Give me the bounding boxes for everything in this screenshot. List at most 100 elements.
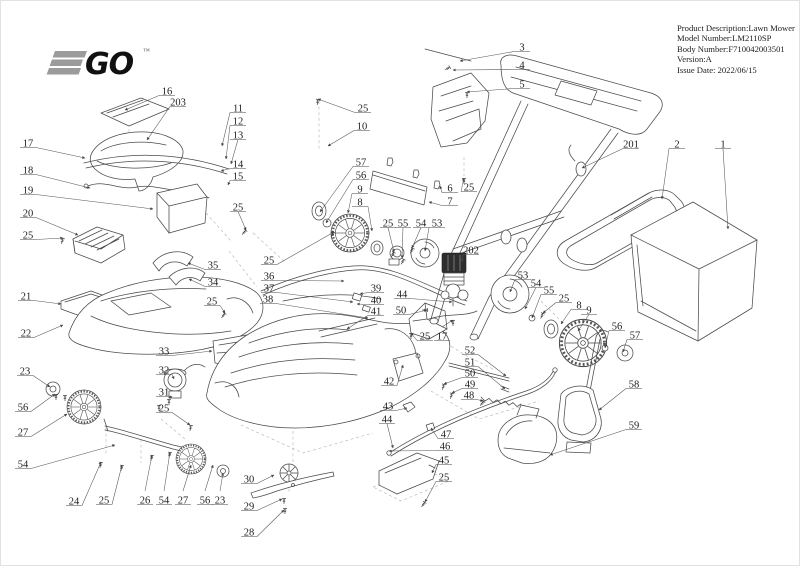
callout-25: 25 bbox=[233, 203, 244, 214]
leader-line-14 bbox=[220, 168, 231, 172]
callout-25: 25 bbox=[207, 297, 218, 308]
screw-icon bbox=[282, 507, 288, 515]
callout-39: 39 bbox=[371, 284, 382, 295]
leader-line-48 bbox=[476, 398, 484, 402]
leader-line-25 bbox=[410, 332, 418, 341]
leader-line-51 bbox=[477, 366, 506, 390]
leader-line-31 bbox=[168, 395, 173, 399]
callout-14: 14 bbox=[233, 160, 244, 171]
callout-59: 59 bbox=[629, 421, 640, 432]
callout-16: 16 bbox=[162, 87, 173, 98]
leader-line-23 bbox=[219, 472, 225, 492]
callout-8: 8 bbox=[576, 301, 581, 312]
callout-56: 56 bbox=[200, 496, 211, 507]
leader-line-25 bbox=[542, 302, 557, 314]
callout-45: 45 bbox=[439, 456, 450, 467]
callout-18: 18 bbox=[23, 166, 34, 177]
callout-17: 17 bbox=[437, 332, 448, 343]
leader-line-52 bbox=[477, 354, 507, 377]
screw-icon bbox=[281, 497, 287, 505]
callout-32: 32 bbox=[159, 366, 170, 377]
screw-icon bbox=[538, 311, 546, 320]
callout-54: 54 bbox=[531, 279, 542, 290]
leader-line-23 bbox=[32, 375, 51, 388]
screw-icon bbox=[62, 394, 68, 402]
callout-53: 53 bbox=[432, 219, 443, 230]
callout-49: 49 bbox=[465, 380, 476, 391]
leader-line-27 bbox=[30, 413, 68, 437]
leader-line-25 bbox=[387, 227, 395, 253]
leader-line-5 bbox=[466, 88, 515, 94]
handle-assembly bbox=[429, 54, 663, 341]
leader-line-54 bbox=[411, 227, 422, 249]
leader-line-21 bbox=[33, 300, 62, 306]
leader-line-56 bbox=[30, 393, 56, 412]
screw-icon bbox=[443, 64, 452, 73]
leader-line-6 bbox=[439, 185, 443, 193]
leader-line-28 bbox=[256, 509, 285, 537]
leader-line-25 bbox=[35, 236, 64, 240]
callout-47: 47 bbox=[441, 430, 452, 441]
leader-line-20 bbox=[35, 217, 79, 236]
callout-3: 3 bbox=[519, 43, 524, 54]
callout-17: 17 bbox=[23, 139, 34, 150]
callout-57: 57 bbox=[630, 331, 641, 342]
leader-line-1 bbox=[722, 148, 730, 230]
screw-icon bbox=[448, 392, 455, 400]
callout-57: 57 bbox=[356, 158, 367, 169]
leader-line-9 bbox=[347, 193, 353, 214]
product-info-block: Product Description:Lawn Mower Model Num… bbox=[677, 23, 797, 75]
leader-line-42 bbox=[396, 364, 404, 386]
leader-line-22 bbox=[33, 324, 64, 338]
callout-4: 4 bbox=[519, 61, 525, 72]
mulch-plug bbox=[378, 452, 440, 495]
trademark-symbol: ™ bbox=[143, 47, 150, 55]
callout-25: 25 bbox=[23, 231, 34, 242]
leader-line-13 bbox=[230, 139, 239, 165]
callout-13: 13 bbox=[233, 131, 244, 142]
leader-line-54 bbox=[163, 451, 172, 492]
leader-line-24 bbox=[81, 461, 102, 506]
callout-54: 54 bbox=[159, 496, 170, 507]
cable-brackets bbox=[351, 292, 478, 320]
callout-23: 23 bbox=[20, 367, 31, 378]
callout-25: 25 bbox=[420, 332, 431, 343]
callout-48: 48 bbox=[464, 391, 475, 402]
callout-50: 50 bbox=[396, 306, 407, 317]
callout-11: 11 bbox=[233, 104, 243, 115]
leader-line-12 bbox=[224, 125, 231, 160]
callout-28: 28 bbox=[244, 528, 255, 539]
leader-line-25 bbox=[219, 305, 226, 314]
product-description: Product Description:Lawn Mower bbox=[677, 23, 795, 33]
callout-56: 56 bbox=[18, 403, 29, 414]
issue-date: Issue Date: 2022/06/15 bbox=[677, 64, 757, 75]
blade-fan bbox=[279, 463, 299, 483]
leader-line-25 bbox=[424, 481, 437, 503]
callout-53: 53 bbox=[518, 271, 529, 282]
callout-9: 9 bbox=[586, 306, 591, 317]
callout-31: 31 bbox=[159, 388, 170, 399]
callout-55: 55 bbox=[544, 286, 555, 297]
leader-line-11 bbox=[221, 112, 231, 147]
leader-line-44 bbox=[409, 298, 453, 304]
callout-54: 54 bbox=[416, 219, 427, 230]
callout-42: 42 bbox=[384, 377, 395, 388]
bail-arm bbox=[386, 367, 558, 457]
callout-26: 26 bbox=[140, 496, 151, 507]
callout-9: 9 bbox=[357, 185, 362, 196]
callout-202: 202 bbox=[463, 246, 479, 257]
callout-8: 8 bbox=[357, 198, 362, 209]
leader-line-37 bbox=[276, 292, 354, 304]
callout-33: 33 bbox=[159, 347, 170, 358]
callout-22: 22 bbox=[21, 329, 32, 340]
screw-icon bbox=[187, 424, 194, 432]
leader-line-18 bbox=[35, 174, 91, 189]
battery-compartment bbox=[156, 183, 208, 234]
wheel-drive-motor bbox=[163, 364, 206, 399]
callout-25: 25 bbox=[358, 104, 369, 115]
callout-7: 7 bbox=[447, 197, 452, 208]
leader-line-58 bbox=[598, 388, 627, 411]
screw-icon bbox=[440, 383, 447, 391]
leader-line-25 bbox=[460, 177, 465, 192]
leader-line-54 bbox=[524, 287, 537, 310]
